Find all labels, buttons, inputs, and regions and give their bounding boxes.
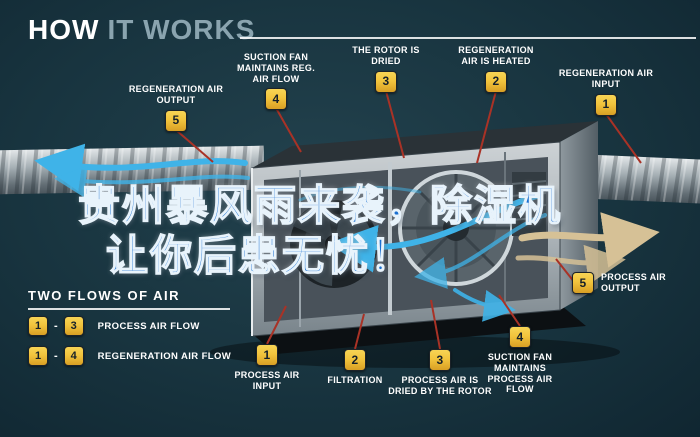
callout-label: REGENERATION AIR IS HEATED (458, 45, 534, 66)
title-how: HOW (28, 14, 100, 45)
callout-label: THE ROTOR IS DRIED (352, 45, 420, 66)
legend-heading: TWO FLOWS OF AIR (28, 288, 181, 303)
badge-4: 4 (265, 88, 287, 111)
callout-process-air-dried: 3 PROCESS AIR IS DRIED BY THE ROTOR (387, 349, 493, 397)
badge-5: 5 (572, 272, 594, 294)
callout-regeneration-air-heated: REGENERATION AIR IS HEATED 2 (450, 45, 542, 93)
callout-label: PROCESS AIR INPUT (234, 370, 300, 391)
badge-4: 4 (509, 326, 531, 348)
badge-2: 2 (344, 349, 366, 371)
blue-flow-arrows (34, 143, 547, 322)
badge-3: 3 (429, 349, 451, 371)
tan-flow-arrows (515, 212, 660, 285)
callout-suction-fan-reg: SUCTION FAN MAINTAINS REG. AIR FLOW 4 (228, 52, 324, 111)
title-it-works: IT WORKS (107, 14, 256, 45)
badge-4: 4 (63, 346, 84, 366)
callout-label: SUCTION FAN MAINTAINS REG. AIR FLOW (236, 52, 316, 84)
callout-label: PROCESS AIR OUTPUT (601, 272, 666, 293)
callout-label: REGENERATION AIR OUTPUT (128, 84, 224, 105)
machine-top-face (252, 121, 598, 168)
badge-3: 3 (375, 70, 397, 93)
callout-process-air-output: 5 PROCESS AIR OUTPUT (572, 272, 672, 294)
badge-1: 1 (28, 316, 48, 336)
callout-process-air-input: 1 PROCESS AIR INPUT (224, 344, 310, 392)
callout-rotor-dried: THE ROTOR IS DRIED 3 (348, 45, 424, 93)
callout-regeneration-air-input: REGENERATION AIR INPUT 1 (556, 68, 656, 116)
callout-label: PROCESS AIR IS DRIED BY THE ROTOR (388, 375, 492, 396)
leader-lines (175, 90, 642, 350)
badge-5: 5 (165, 109, 187, 132)
badge-2: 2 (485, 70, 507, 93)
callout-filtration: 2 FILTRATION (317, 349, 393, 386)
callout-label: SUCTION FAN MAINTAINS PROCESS AIR FLOW (487, 352, 553, 395)
callout-regeneration-air-output: REGENERATION AIR OUTPUT 5 (120, 84, 232, 132)
legend-label: PROCESS AIR FLOW (97, 320, 200, 332)
headline-line-2: 让你后患无忧！ (105, 230, 415, 281)
badge-1: 1 (28, 346, 48, 366)
badge-1: 1 (595, 93, 617, 116)
badge-3: 3 (63, 316, 84, 336)
legend-divider (28, 308, 230, 310)
legend-regeneration-air-flow: 1 - 4 REGENERATION AIR FLOW (28, 346, 231, 366)
callout-suction-fan-process: 4 SUCTION FAN MAINTAINS PROCESS AIR FLOW (474, 326, 566, 395)
legend-label: REGENERATION AIR FLOW (97, 350, 232, 362)
callout-label: REGENERATION AIR INPUT (558, 68, 654, 89)
title-divider (240, 37, 696, 39)
headline-line-1: 贵州暴风雨来袭，除湿机 (77, 180, 563, 231)
legend-process-air-flow: 1 - 3 PROCESS AIR FLOW (28, 316, 200, 336)
badge-1: 1 (256, 344, 278, 366)
callout-label: FILTRATION (327, 375, 383, 385)
legend-dash: - (54, 350, 58, 362)
legend-dash: - (54, 320, 58, 332)
